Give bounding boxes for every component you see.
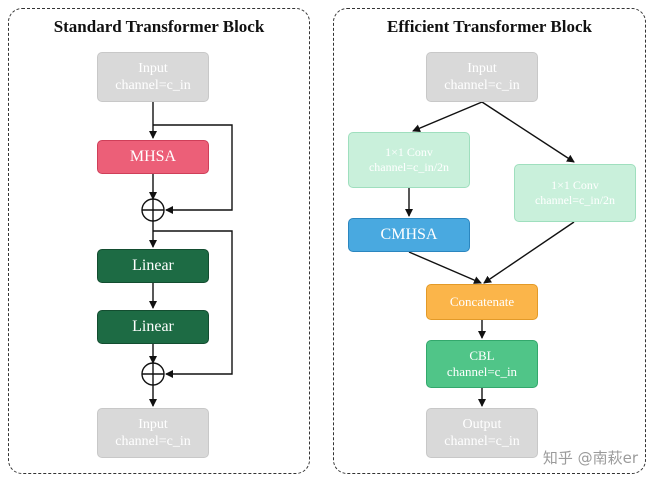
- efficient-input-channel: channel=c_in: [444, 78, 520, 93]
- standard-input-channel: channel=c_in: [115, 78, 191, 93]
- efficient-output-label: Output: [462, 416, 502, 432]
- cmhsa-box: CMHSA: [348, 218, 470, 252]
- standard-input-label: Input: [138, 60, 168, 76]
- cbl-channel: channel=c_in: [446, 364, 518, 379]
- conv-right-channel: channel=c_in/2n: [534, 193, 616, 207]
- cbl-label: CBL: [469, 347, 495, 363]
- residual-skip-1: [153, 124, 233, 214]
- conv-left-channel: channel=c_in/2n: [368, 160, 450, 174]
- cmhsa-label: CMHSA: [380, 226, 438, 243]
- efficient-output-channel: channel=c_in: [444, 434, 520, 449]
- linear-box-1: Linear: [97, 249, 209, 283]
- conv-right-box: 1×1 Conv channel=c_in/2n: [514, 164, 636, 222]
- linear-2-label: Linear: [132, 318, 174, 335]
- concatenate-label: Concatenate: [449, 293, 515, 309]
- linear-box-2: Linear: [97, 310, 209, 344]
- efficient-input-label: Input: [467, 60, 497, 76]
- conv-left-box: 1×1 Conv channel=c_in/2n: [348, 132, 470, 188]
- linear-1-label: Linear: [132, 257, 174, 274]
- arrow-conv-right-to-concat: [483, 221, 575, 284]
- residual-skip-2: [153, 230, 233, 378]
- mhsa-box: MHSA: [97, 140, 209, 174]
- watermark-text: 知乎 @南萩er: [542, 449, 638, 467]
- plus-circle-icon: [141, 198, 165, 222]
- arrow-input-to-conv-left: [412, 101, 483, 132]
- standard-output-label: Input: [138, 416, 168, 432]
- efficient-block-title: Efficient Transformer Block: [387, 17, 592, 36]
- efficient-output-box: Output channel=c_in: [426, 408, 538, 458]
- concatenate-box: Concatenate: [426, 284, 538, 320]
- mhsa-label: MHSA: [129, 148, 177, 165]
- cbl-box: CBL channel=c_in: [426, 340, 538, 388]
- standard-output-channel: channel=c_in: [115, 434, 191, 449]
- conv-left-label: 1×1 Conv: [385, 145, 433, 159]
- standard-output-box: Input channel=c_in: [97, 408, 209, 458]
- arrow-cmhsa-to-concat: [408, 251, 482, 284]
- efficient-input-box: Input channel=c_in: [426, 52, 538, 102]
- arrow-input-to-conv-right: [481, 101, 575, 163]
- standard-input-box: Input channel=c_in: [97, 52, 209, 102]
- conv-right-label: 1×1 Conv: [551, 178, 599, 192]
- plus-circle-icon: [141, 362, 165, 386]
- standard-block-title: Standard Transformer Block: [53, 17, 265, 36]
